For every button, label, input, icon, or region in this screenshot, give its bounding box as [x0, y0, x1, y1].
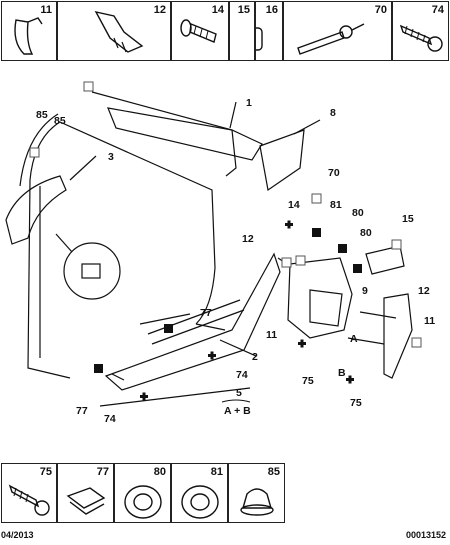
part-number: 14	[211, 4, 224, 16]
callout-77: 77	[76, 405, 88, 417]
part-cell-74: 74	[392, 1, 449, 61]
callout-80: 80	[352, 207, 364, 219]
grommet-icon	[256, 27, 263, 51]
part-number: 77	[96, 466, 109, 478]
clip-icon	[14, 17, 43, 55]
callout-74: 74	[104, 413, 116, 425]
footer-date: 04/2013	[1, 530, 34, 540]
bracket	[365, 245, 405, 275]
part-number: 70	[374, 4, 387, 16]
callout-8: 8	[330, 107, 336, 119]
callout-a-plus-b: A + B	[224, 405, 251, 417]
callout-14: 14	[288, 199, 300, 211]
spring-clip-icon	[66, 487, 106, 515]
pillar-trim	[5, 175, 67, 245]
part-number: 85	[267, 466, 280, 478]
grommet-ring-icon	[181, 485, 219, 519]
callout-11: 11	[266, 329, 277, 341]
callout-2: 2	[252, 351, 258, 363]
part-cell-11: 11	[1, 1, 57, 61]
push-pin-icon	[180, 19, 217, 43]
upper-trim	[107, 107, 263, 161]
callout-5: 5	[236, 387, 242, 399]
part-number: 74	[431, 4, 444, 16]
sill-trim	[104, 252, 281, 391]
callout-85: 85	[36, 109, 48, 121]
callout-b: B	[338, 367, 346, 379]
part-cell-85: 85	[228, 463, 285, 523]
detail-inset	[63, 242, 121, 300]
callout-80: 80	[360, 227, 372, 239]
grommet-ring-icon	[124, 485, 162, 519]
retaining-clip-icon	[240, 488, 274, 516]
cable-tie-icon	[297, 23, 365, 55]
screw-icon	[399, 24, 443, 52]
quarter-panel	[287, 257, 353, 339]
exploded-view-diagram: 85 85 1 3 8 70 14 81 80 80 15 12 12 9 77…	[5, 81, 435, 425]
callout-3: 3	[108, 151, 114, 163]
part-cell-81: 81	[171, 463, 228, 523]
callout-85: 85	[54, 115, 66, 127]
part-cell-14: 14	[171, 1, 229, 61]
part-cell-16: 16	[255, 1, 283, 61]
part-number: 81	[210, 466, 223, 478]
self-tapping-screw-icon	[8, 484, 50, 516]
side-trim	[259, 129, 305, 192]
part-number: 80	[153, 466, 166, 478]
callout-81: 81	[330, 199, 342, 211]
trim-a	[383, 293, 413, 379]
body-frame	[29, 121, 216, 325]
footer-reference: 00013152	[405, 530, 446, 540]
callout-15: 15	[402, 213, 414, 225]
callout-75: 75	[302, 375, 314, 387]
callout-9: 9	[362, 285, 368, 297]
callout-70: 70	[328, 167, 340, 179]
part-number: 15	[237, 4, 250, 16]
callout-12: 12	[418, 285, 430, 297]
part-cell-15: 15	[229, 1, 255, 61]
part-cell-70: 70	[283, 1, 392, 61]
callout-75: 75	[350, 397, 362, 409]
bracket-clip-icon	[94, 10, 144, 53]
part-cell-12: 12	[57, 1, 171, 61]
part-number: 12	[153, 4, 166, 16]
part-number: 16	[265, 4, 278, 16]
callout-12: 12	[242, 233, 254, 245]
part-cell-80: 80	[114, 463, 171, 523]
callout-1: 1	[246, 97, 252, 109]
callout-77: 77	[200, 307, 212, 319]
callout-a: A	[350, 333, 358, 345]
part-cell-75: 75	[1, 463, 57, 523]
part-number: 75	[39, 466, 52, 478]
part-number: 11	[40, 4, 52, 16]
callout-74: 74	[236, 369, 248, 381]
part-cell-77: 77	[57, 463, 114, 523]
callout-11: 11	[424, 315, 435, 327]
